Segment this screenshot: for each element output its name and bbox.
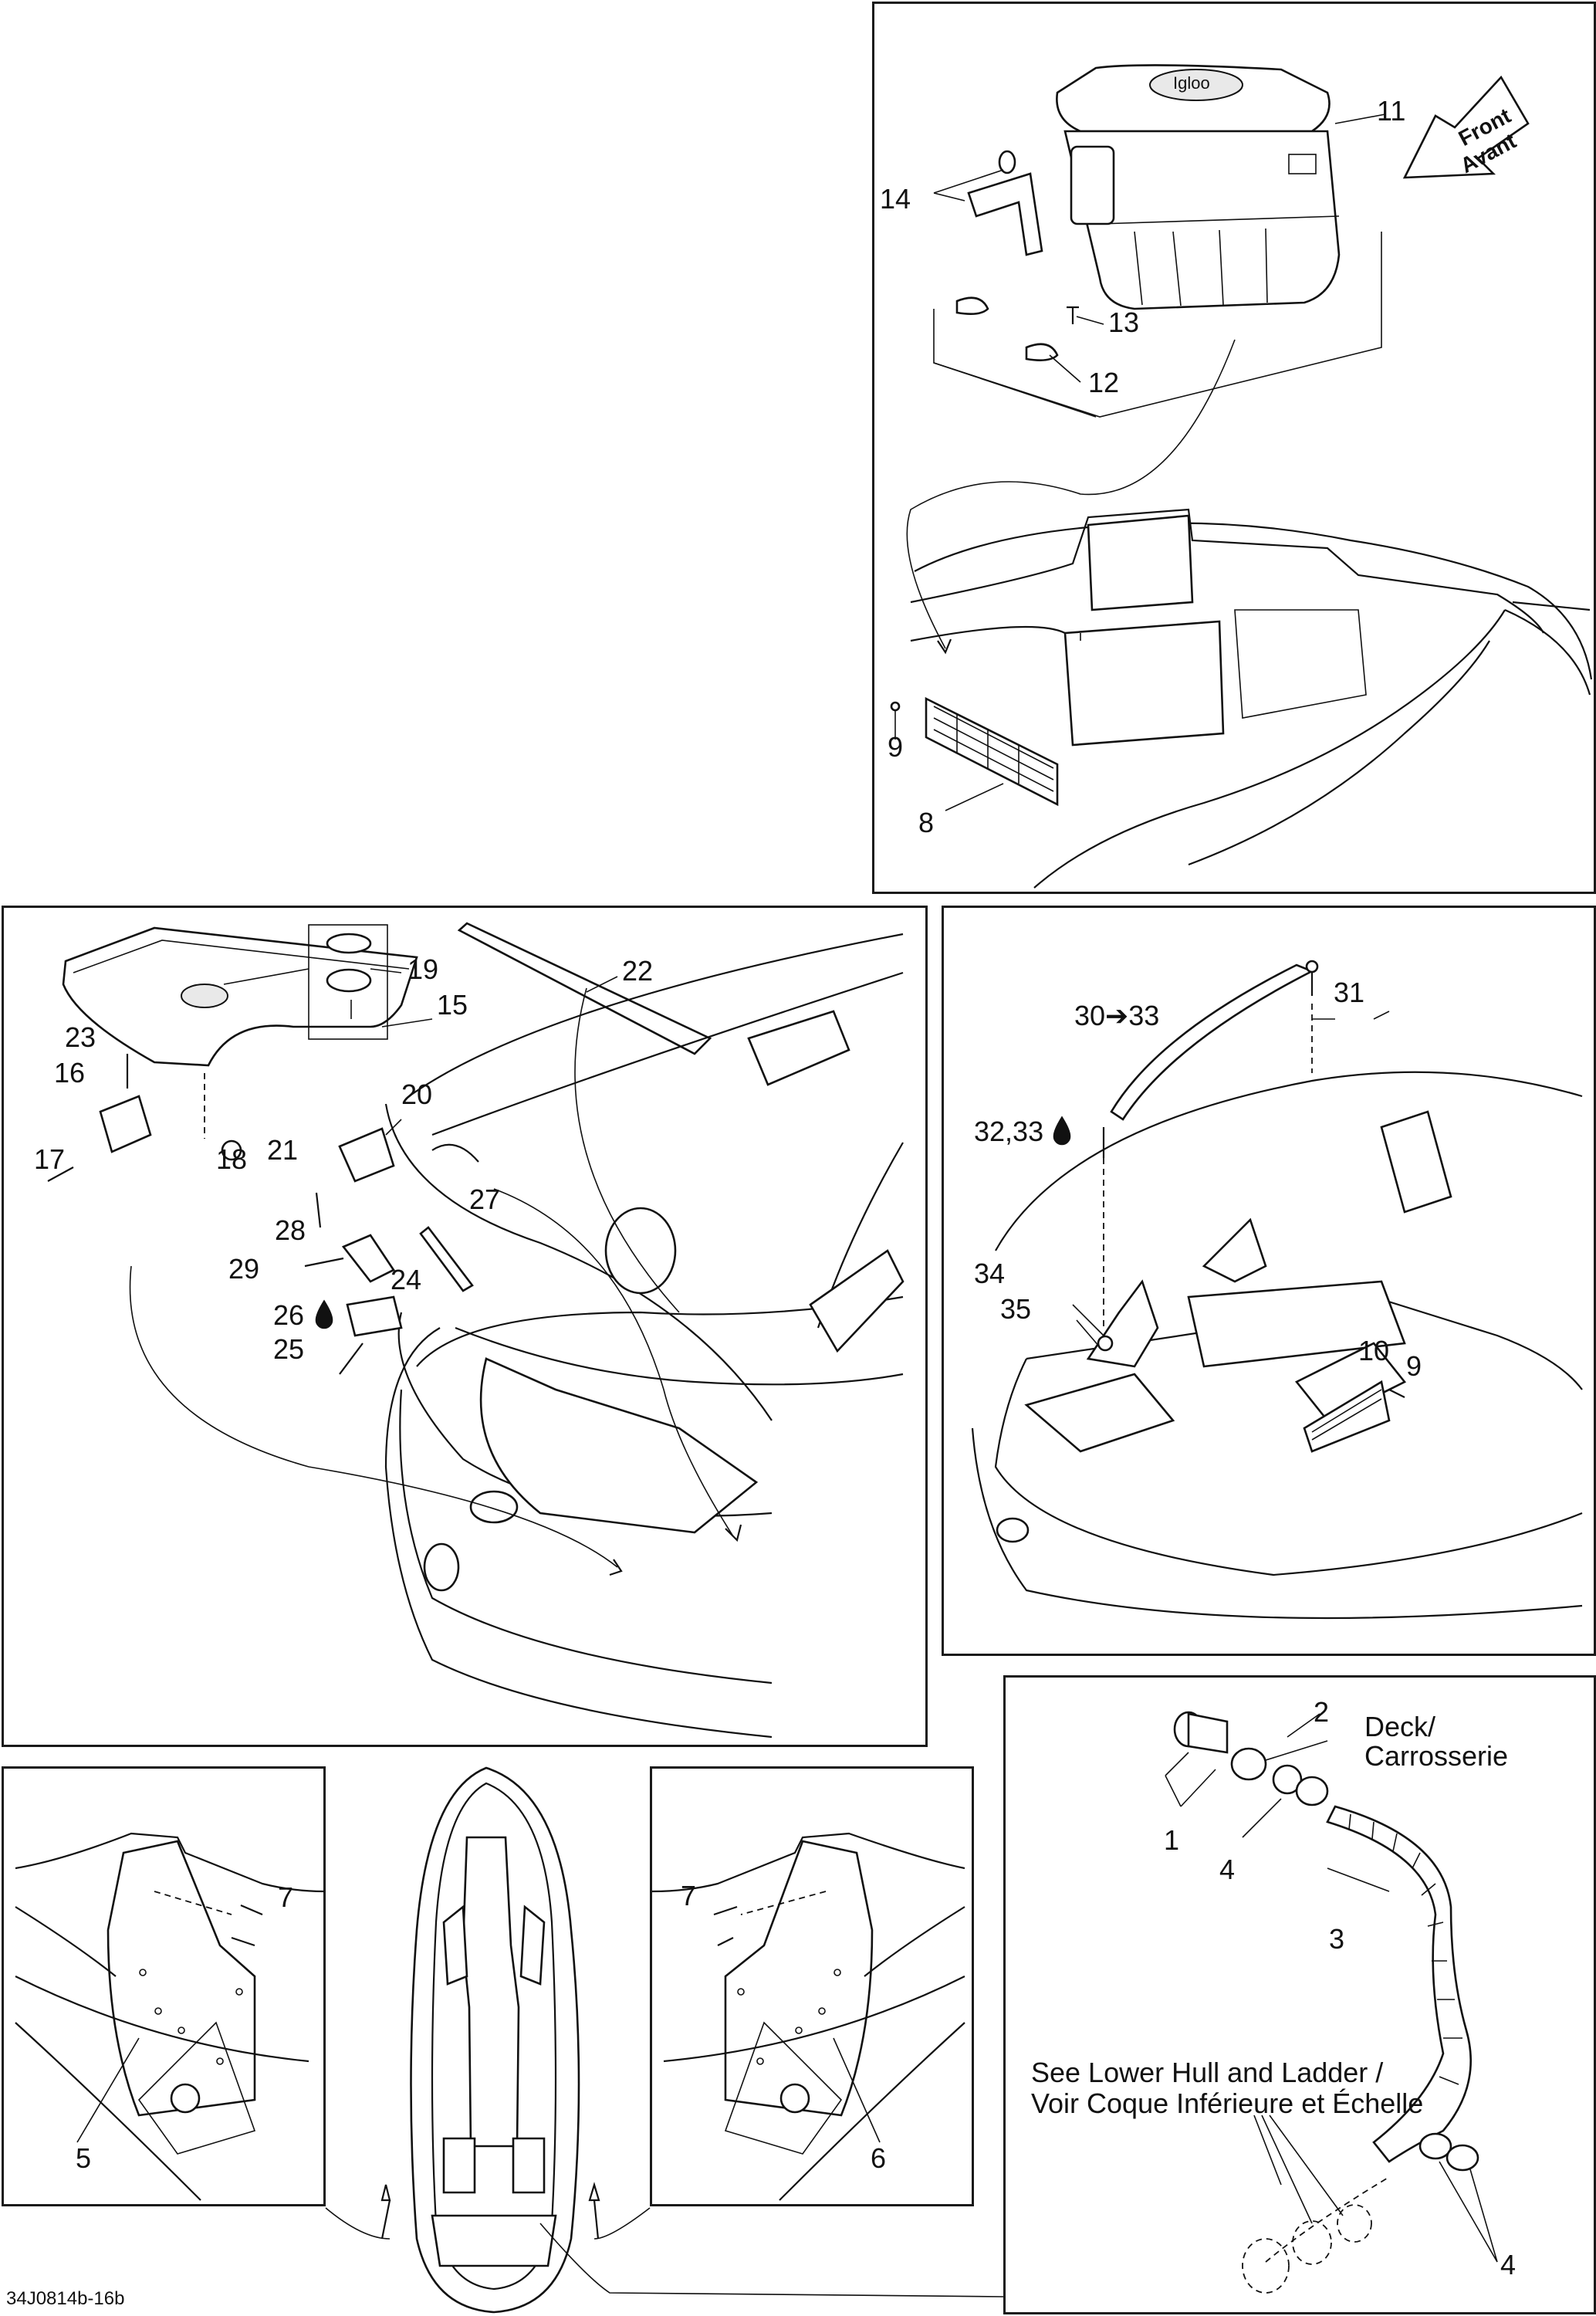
callout-2: 2 bbox=[1314, 1696, 1330, 1728]
callout-34: 34 bbox=[974, 1258, 1006, 1289]
callout-27: 27 bbox=[469, 1183, 501, 1215]
callout-32-33: 32,33 bbox=[974, 1116, 1044, 1147]
callout-3: 3 bbox=[1329, 1923, 1345, 1955]
callout-28: 28 bbox=[275, 1214, 306, 1246]
callout-23: 23 bbox=[65, 1021, 96, 1053]
deck-label: Deck/ bbox=[1364, 1711, 1436, 1742]
drain-hose-illustration bbox=[1165, 1711, 1498, 2294]
callout-7-right: 7 bbox=[681, 1880, 697, 1911]
callout-5: 5 bbox=[76, 2142, 92, 2174]
voir-coque-label: Voir Coque Inférieure et Échelle bbox=[1031, 2087, 1424, 2119]
front-arrow-icon bbox=[1402, 75, 1530, 179]
callout-1: 1 bbox=[1164, 1824, 1180, 1856]
callout-9-mid: 9 bbox=[1406, 1350, 1422, 1382]
callout-26: 26 bbox=[273, 1299, 305, 1331]
callout-14: 14 bbox=[880, 183, 911, 215]
storage-cover-illustration bbox=[47, 922, 905, 1739]
drop-icon bbox=[1053, 1116, 1071, 1146]
callout-29: 29 bbox=[228, 1253, 260, 1285]
see-lower-hull-label: See Lower Hull and Ladder / bbox=[1031, 2057, 1384, 2088]
callout-4-top: 4 bbox=[1219, 1854, 1236, 1885]
callout-22: 22 bbox=[622, 955, 654, 987]
carrosserie-label: Carrosserie bbox=[1364, 1740, 1509, 1772]
drop-icon bbox=[315, 1299, 333, 1329]
callout-20: 20 bbox=[401, 1078, 433, 1110]
callout-4-bottom: 4 bbox=[1500, 2249, 1517, 2280]
cooler-illustration bbox=[890, 64, 1593, 889]
drawing-code: 34J0814b-16b bbox=[6, 2288, 125, 2309]
callout-11: 11 bbox=[1377, 95, 1406, 127]
callout-24: 24 bbox=[391, 1264, 422, 1295]
callout-17: 17 bbox=[34, 1143, 66, 1175]
callout-25: 25 bbox=[273, 1333, 305, 1365]
rear-storage-illustration bbox=[971, 960, 1583, 1620]
callout-31: 31 bbox=[1334, 977, 1365, 1008]
rear-storage-panel bbox=[942, 906, 1596, 1656]
callout-12: 12 bbox=[1088, 367, 1120, 398]
callout-6: 6 bbox=[871, 2142, 887, 2174]
callout-13: 13 bbox=[1108, 306, 1140, 338]
callout-30-33: 30➔33 bbox=[1074, 1000, 1160, 1031]
callout-8: 8 bbox=[918, 807, 935, 838]
side-and-top-view-illustrations bbox=[15, 1766, 1004, 2314]
cooler-brand-label: Igloo bbox=[1173, 73, 1210, 93]
callout-35: 35 bbox=[1000, 1293, 1032, 1325]
callout-10: 10 bbox=[1358, 1335, 1390, 1366]
callout-16: 16 bbox=[54, 1057, 86, 1089]
callout-21: 21 bbox=[267, 1134, 299, 1166]
callout-9-top: 9 bbox=[888, 731, 904, 763]
callout-18: 18 bbox=[216, 1143, 248, 1175]
callout-15: 15 bbox=[437, 989, 468, 1021]
callout-7-left: 7 bbox=[278, 1881, 294, 1913]
callout-19: 19 bbox=[407, 953, 439, 985]
